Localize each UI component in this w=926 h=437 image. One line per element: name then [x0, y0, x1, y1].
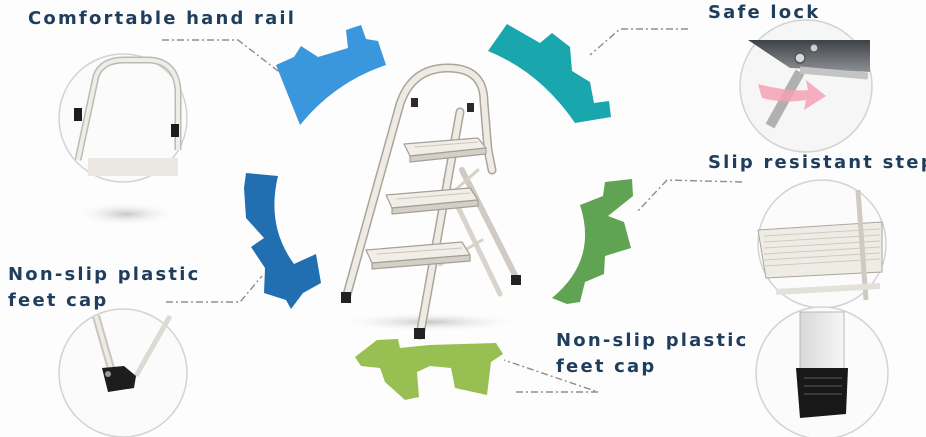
leader-lines	[162, 28, 743, 393]
feature-label-feet-cap-left: Non-slip plastic feet cap	[8, 262, 200, 314]
feature-label-safe-lock: Safe lock	[708, 0, 820, 26]
feature-label-line: feet cap	[8, 290, 109, 311]
detail-circle-feet-cap-left	[58, 308, 188, 437]
gear-segment-green	[552, 179, 633, 304]
feature-label-line: Non-slip plastic	[8, 264, 201, 285]
gear-segment-light-blue	[276, 25, 386, 125]
gear-segment-dark-blue	[244, 173, 321, 309]
feature-label-line: Slip resistant step	[708, 152, 926, 173]
feature-label-hand-rail: Comfortable hand rail	[28, 6, 296, 32]
detail-circle-feet-cap-right	[755, 306, 889, 437]
detail-circle-slip-step	[757, 179, 887, 309]
gear-segment-lime	[355, 339, 503, 400]
detail-circle-safe-lock	[739, 19, 873, 153]
feature-label-slip-step: Slip resistant step	[708, 150, 926, 176]
detail-circle-hand-rail	[58, 53, 188, 183]
feature-label-line: Safe lock	[708, 2, 821, 23]
feature-label-feet-cap-center: Non-slip plastic feet cap	[556, 328, 748, 380]
feature-label-line: feet cap	[556, 356, 657, 377]
feature-label-line: Non-slip plastic	[556, 330, 749, 351]
feature-label-line: Comfortable hand rail	[28, 8, 297, 29]
ladder-illustration	[341, 63, 521, 340]
gear-segment-teal	[488, 24, 611, 123]
